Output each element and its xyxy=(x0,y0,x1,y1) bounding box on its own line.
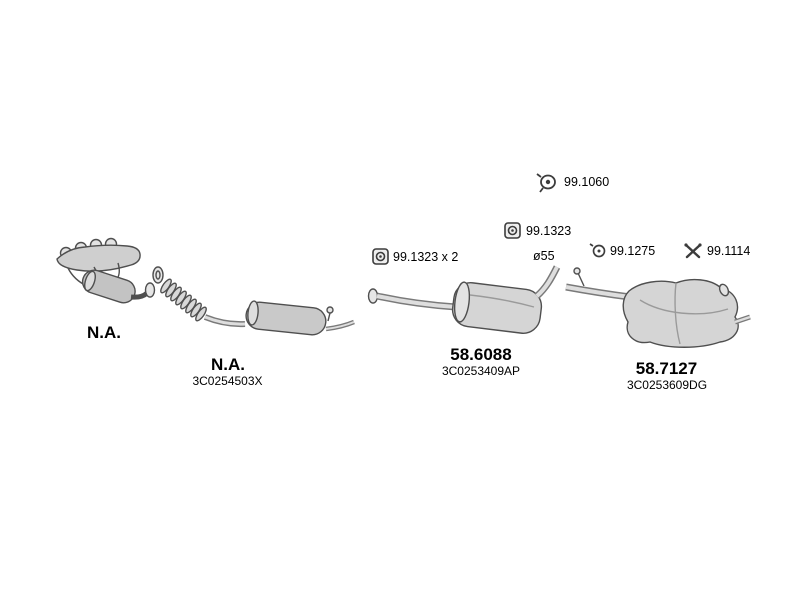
hanger-icon-right xyxy=(684,243,702,259)
bracket-left-label: 99.1323 x 2 xyxy=(393,250,459,264)
bracket-icon-left xyxy=(372,248,389,265)
rear-silencer-part-number: 3C0253609DG xyxy=(626,378,708,392)
mount-right-label: 99.1275 xyxy=(610,244,656,258)
hanger-right-label: 99.1114 xyxy=(707,244,751,258)
rear-silencer-drawing xyxy=(565,267,751,348)
bracket-icon-mid xyxy=(504,222,521,239)
catalyst-part-number: 3C0254503X xyxy=(192,374,263,388)
middle-silencer-part-number: 3C0253409AP xyxy=(441,364,521,378)
manifold-code-label: N.A. xyxy=(87,323,121,342)
clamp-top-label: 99.1060 xyxy=(564,175,610,189)
diameter-label: ø55 xyxy=(533,249,555,263)
clamp-icon xyxy=(536,173,556,193)
middle-silencer-code-label: 58.6088 xyxy=(450,345,512,364)
mount-icon-right xyxy=(589,243,606,258)
flex-pipe xyxy=(160,278,207,322)
bracket-mid-label: 99.1323 xyxy=(526,224,572,238)
downpipe-catalyst-drawing xyxy=(152,266,355,336)
catalyst-code-label: N.A. xyxy=(211,355,245,374)
exhaust-manifold-drawing xyxy=(56,237,156,304)
middle-silencer-drawing xyxy=(367,265,561,334)
rear-silencer-code-label: 58.7127 xyxy=(635,359,698,378)
